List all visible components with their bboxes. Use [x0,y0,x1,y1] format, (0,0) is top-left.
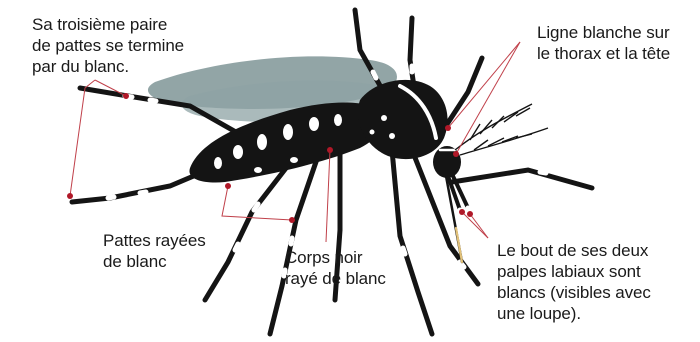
label-line: rayé de blanc [285,268,386,289]
label-line: le thorax et la tête [537,43,670,64]
label-thorax-head: Ligne blanche sur le thorax et la tête [537,22,670,64]
label-palps: Le bout de ses deux palpes labiaux sont … [497,240,651,324]
leg-middle-stripes [235,204,292,276]
label-line: de blanc [103,251,206,272]
label-line: une loupe). [497,303,651,324]
label-line: Pattes rayées [103,230,206,251]
label-line: Ligne blanche sur [537,22,670,43]
leg-third-pair-stripes [108,96,156,198]
label-striped-legs: Pattes rayées de blanc [103,230,206,272]
label-line: Sa troisième paire [32,14,184,35]
label-third-leg-pair: Sa troisième paire de pattes se termine … [32,14,184,77]
label-line: par du blanc. [32,56,184,77]
label-line: Corps noir [285,247,386,268]
label-line: blancs (visibles avec [497,282,651,303]
label-body: Corps noir rayé de blanc [285,247,386,289]
antennae [455,104,548,155]
label-line: palpes labiaux sont [497,261,651,282]
label-line: Le bout de ses deux [497,240,651,261]
thorax [358,80,448,159]
label-line: de pattes se termine [32,35,184,56]
